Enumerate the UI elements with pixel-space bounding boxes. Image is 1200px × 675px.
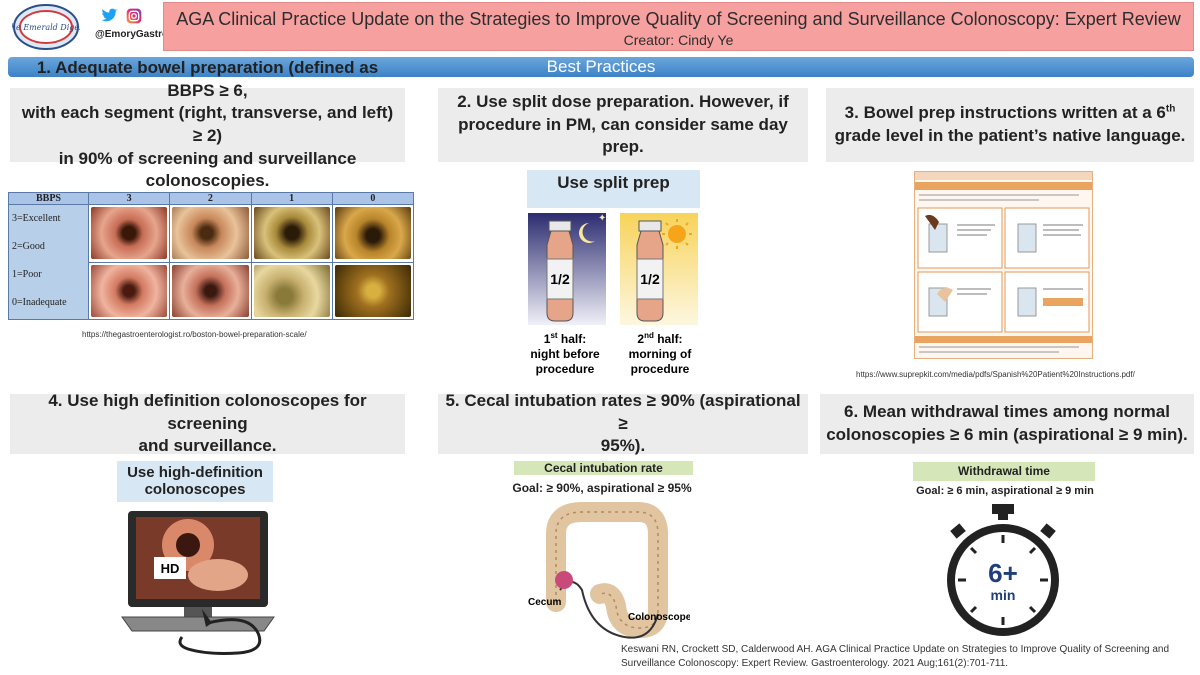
second-half-sup: nd <box>644 331 654 340</box>
first-half-num: 1 <box>544 332 551 346</box>
practice-6-line: colonoscopies ≥ 6 min (aspirational ≥ 9 … <box>826 425 1188 444</box>
cecum-label: Cecum <box>528 597 561 608</box>
practice-3-line: 3. Bowel prep instructions written at a … <box>835 102 1186 125</box>
withdrawal-value: 6+ <box>988 558 1018 588</box>
cecal-goal: Goal: ≥ 90%, aspirational ≥ 95% <box>512 481 692 495</box>
practice-4-box: 4. Use high definition colonoscopes for … <box>10 391 405 455</box>
practice-5-line: 5. Cecal intubation rates ≥ 90% (aspirat… <box>445 391 801 433</box>
second-half-num: 2 <box>637 332 644 346</box>
split-prep-heading: Use split prep <box>527 170 700 208</box>
logo-text: The Emerald Digest <box>12 23 80 32</box>
first-half-word: half: <box>558 332 587 346</box>
sun-icon <box>668 225 686 243</box>
practice-3-superscript: th <box>1165 103 1176 115</box>
practice-6-line: 6. Mean withdrawal times among normal <box>844 402 1170 422</box>
practice-5-line: 95%). <box>600 436 646 456</box>
stopwatch-icon: 6+ min <box>947 504 1059 636</box>
endoscopy-image <box>250 204 333 263</box>
second-half-line3: procedure <box>631 362 690 376</box>
colonoscope-label: Colonoscope <box>628 612 690 623</box>
hd-heading-line2: colonoscopes <box>144 481 246 498</box>
score-label: 1=Poor <box>12 269 42 280</box>
second-half-word: half: <box>654 332 683 346</box>
second-half-title: 2nd half: <box>637 331 682 346</box>
practice-5-box: 5. Cecal intubation rates ≥ 90% (aspirat… <box>438 391 808 455</box>
page-title: AGA Clinical Practice Update on the Stra… <box>176 9 1181 29</box>
endoscopy-image <box>87 261 171 320</box>
withdrawal-heading: Withdrawal time <box>913 462 1095 481</box>
withdrawal-unit: min <box>991 587 1016 603</box>
endoscopy-image <box>250 261 333 320</box>
withdrawal-goal: Goal: ≥ 6 min, aspirational ≥ 9 min <box>916 485 1094 497</box>
practice-1-line: in 90% of screening and surveillance col… <box>58 148 357 191</box>
endoscopy-image <box>169 204 252 263</box>
bbps-table: BBPS 3 2 1 0 3=Excellent 2=Good 1=Poor 0… <box>8 192 415 320</box>
hd-screen-label: HD <box>161 561 180 576</box>
endoscopy-image <box>87 204 171 263</box>
table-header-cell: BBPS <box>8 192 89 205</box>
creator-credit: Creator: Cindy Ye <box>623 32 734 48</box>
endoscopy-image <box>169 261 252 320</box>
bbps-score-legend: 3=Excellent 2=Good 1=Poor 0=Inadequate <box>8 204 89 320</box>
twitter-icon[interactable] <box>101 8 118 23</box>
bottle-1-label: 1/2 <box>550 271 570 287</box>
colon-illustration: Cecum Colonoscope <box>528 502 690 639</box>
social-links: @EmoryGastroHep <box>95 8 187 40</box>
endoscopy-image <box>331 261 415 320</box>
table-header-cell: 2 <box>169 192 252 205</box>
cecal-heading: Cecal intubation rate <box>514 461 693 475</box>
hd-heading-line1: Use high-definition <box>127 464 263 481</box>
table-header-cell: 0 <box>331 192 415 205</box>
table-header-cell: 3 <box>87 192 171 205</box>
practice-3-box: 3. Bowel prep instructions written at a … <box>826 88 1194 162</box>
moon-icon <box>579 223 595 243</box>
split-prep-illustration: ✦ 1/2 1/2 1st half: night before procedu… <box>528 213 698 376</box>
practice-2-box: 2. Use split dose preparation. However, … <box>438 88 808 162</box>
first-half-sup: st <box>550 331 557 340</box>
score-label: 2=Good <box>12 241 45 252</box>
practice-3-line: grade level in the patient’s native lang… <box>834 126 1186 145</box>
practice-3-line1-text: 3. Bowel prep instructions written at a … <box>844 103 1166 123</box>
instagram-icon[interactable] <box>126 8 142 24</box>
bottle-2-label: 1/2 <box>640 271 660 287</box>
hd-heading: Use high-definition colonoscopes <box>117 461 273 502</box>
practice-4-line: and surveillance. <box>138 436 277 456</box>
practice-6-box: 6. Mean withdrawal times among normal co… <box>820 394 1194 454</box>
first-half-line3: procedure <box>536 362 595 376</box>
practice-2-line: 2. Use split dose preparation. However, … <box>457 92 789 112</box>
bbps-source-url[interactable]: https://thegastroenterologist.ro/boston-… <box>82 330 307 339</box>
first-half-line2: night before <box>530 347 600 361</box>
spanish-instructions-thumbnail <box>914 171 1093 359</box>
instructions-source-url[interactable]: https://www.suprepkit.com/media/pdfs/Spa… <box>856 370 1135 379</box>
section-title-bar: Best Practices <box>8 57 1194 77</box>
table-header-cell: 1 <box>250 192 333 205</box>
score-label: 3=Excellent <box>12 213 61 224</box>
reference-citation: Keswani RN, Crockett SD, Calderwood AH. … <box>621 644 1170 669</box>
practice-4-line: 4. Use high definition colonoscopes for … <box>48 391 367 433</box>
emerald-digest-logo: The Emerald Digest <box>6 3 87 51</box>
practice-1-line: 1. Adequate bowel preparation (defined a… <box>36 58 379 100</box>
title-banner: AGA Clinical Practice Update on the Stra… <box>163 2 1194 51</box>
svg-text:✦: ✦ <box>598 213 606 224</box>
practice-1-box: 1. Adequate bowel preparation (defined a… <box>10 58 405 190</box>
first-half-title: 1st half: <box>544 331 586 346</box>
practice-2-line: procedure in PM, can consider same day p… <box>458 114 788 157</box>
practice-1-line: with each segment (right, transverse, an… <box>21 103 394 145</box>
endoscopy-image <box>331 204 415 263</box>
second-half-line2: morning of <box>629 347 693 361</box>
social-handle: @EmoryGastroHep <box>95 29 187 40</box>
score-label: 0=Inadequate <box>12 297 67 308</box>
hd-monitor-illustration: HD <box>121 511 275 655</box>
